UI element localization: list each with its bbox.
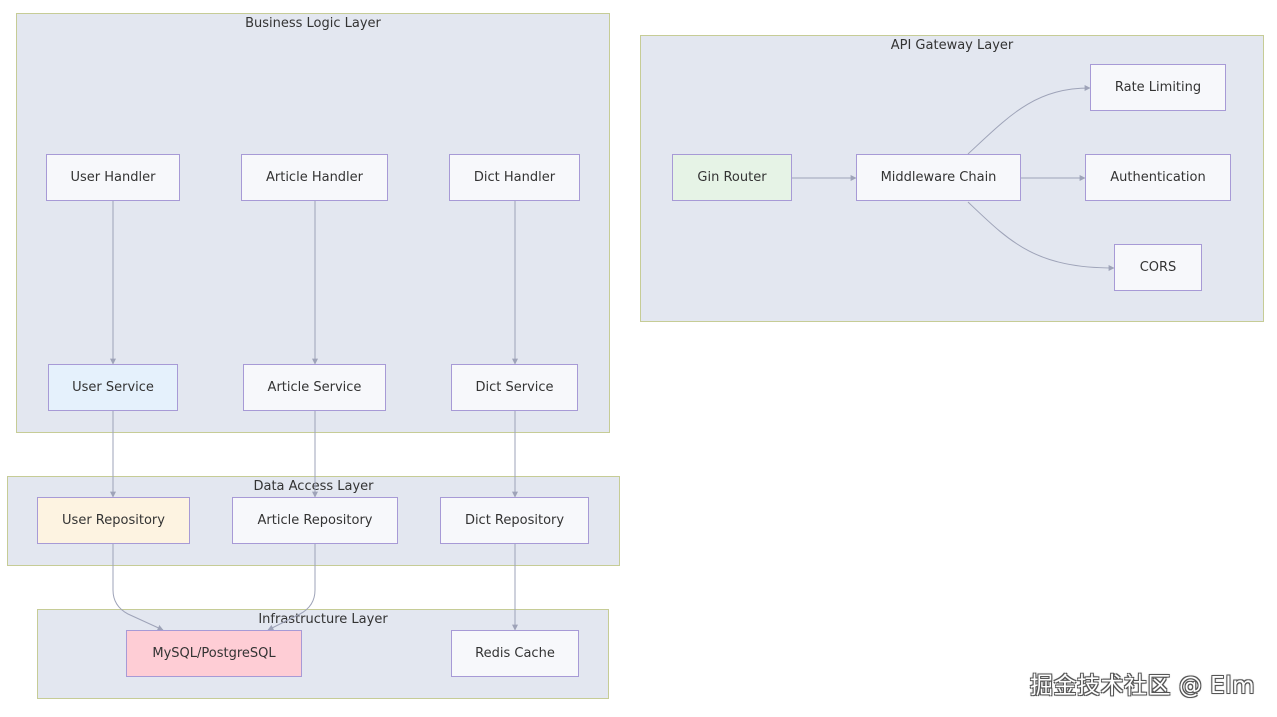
infrastructure-layer-title: Infrastructure Layer: [258, 612, 388, 627]
article-repository-node: Article Repository: [232, 497, 398, 544]
authentication-node: Authentication: [1085, 154, 1231, 201]
api-gateway-layer-title: API Gateway Layer: [890, 38, 1014, 53]
dict-service-node: Dict Service: [451, 364, 578, 411]
cors-node: CORS: [1114, 244, 1202, 291]
watermark-text: 掘金技术社区 @ Elm: [1030, 673, 1255, 699]
article-handler-node: Article Handler: [241, 154, 388, 201]
data-access-layer-title: Data Access Layer: [253, 479, 374, 494]
dict-repository-node: Dict Repository: [440, 497, 589, 544]
user-repository-node: User Repository: [37, 497, 190, 544]
user-service-node: User Service: [48, 364, 178, 411]
middleware-chain-node: Middleware Chain: [856, 154, 1021, 201]
rate-limiting-node: Rate Limiting: [1090, 64, 1226, 111]
redis-cache-node: Redis Cache: [451, 630, 579, 677]
dict-handler-node: Dict Handler: [449, 154, 580, 201]
database-node: MySQL/PostgreSQL: [126, 630, 302, 677]
user-handler-node: User Handler: [46, 154, 180, 201]
gin-router-node: Gin Router: [672, 154, 792, 201]
article-service-node: Article Service: [243, 364, 386, 411]
business-logic-layer-title: Business Logic Layer: [245, 16, 381, 31]
